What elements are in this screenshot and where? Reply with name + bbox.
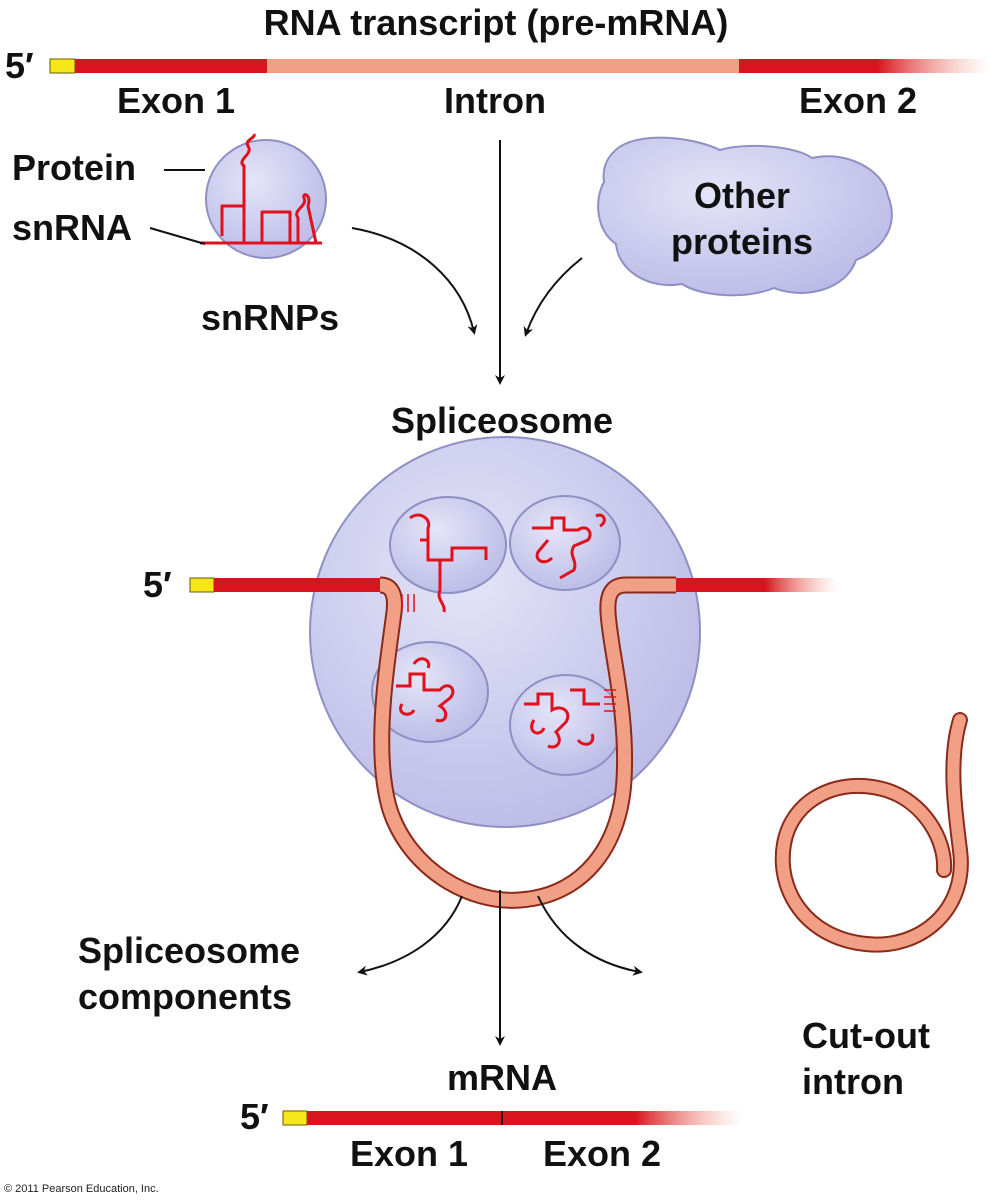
snrna-structure-1 xyxy=(409,513,488,613)
intron-segment xyxy=(267,59,739,73)
cutout-label-line2: intron xyxy=(802,1061,904,1102)
other-proteins-line2: proteins xyxy=(671,221,813,262)
cutout-arrow xyxy=(537,895,643,976)
base-pairing-2 xyxy=(604,689,616,712)
five-prime-label: 5′ xyxy=(5,45,34,86)
snrna-label: snRNA xyxy=(12,207,132,248)
components-label-line2: components xyxy=(78,976,292,1017)
snrna-leader-line xyxy=(149,227,206,245)
cut-out-intron-lariat xyxy=(776,714,967,951)
components-label-line1: Spliceosome xyxy=(78,930,300,971)
copyright: © 2011 Pearson Education, Inc. xyxy=(4,1183,159,1195)
mrna-exon2 xyxy=(503,1111,743,1125)
spliceosome-exon2 xyxy=(676,578,838,592)
intron-label: Intron xyxy=(444,80,546,121)
snrna-structure-2 xyxy=(532,513,606,580)
snrnps-label: snRNPs xyxy=(201,297,339,338)
spliceosome-body xyxy=(309,436,701,828)
five-prime-cap xyxy=(49,58,76,74)
snrnp-subunit-top-right xyxy=(509,495,621,591)
title: RNA transcript (pre-mRNA) xyxy=(264,2,729,43)
spliceosome xyxy=(189,436,838,909)
intron-loop xyxy=(375,578,676,907)
snrna-structure-4 xyxy=(524,688,600,749)
other-proteins-arrow xyxy=(523,257,583,337)
other-proteins-line1: Other xyxy=(694,175,790,216)
mrna-exon1 xyxy=(307,1111,502,1125)
snrnp-subunit-bottom-left xyxy=(371,641,489,743)
spliceosome-five-prime-label: 5′ xyxy=(143,564,172,605)
exon1-segment xyxy=(75,59,267,73)
exon2-segment xyxy=(739,59,990,73)
mrna-exon2-label: Exon 2 xyxy=(543,1133,661,1174)
cutout-label-line1: Cut-out xyxy=(802,1015,930,1056)
spliceosome-label: Spliceosome xyxy=(391,400,613,441)
snrnp-particle xyxy=(200,133,327,259)
snrna-structure xyxy=(200,133,322,245)
mature-mrna-strand: 5′ xyxy=(240,1096,743,1137)
mrna-label: mRNA xyxy=(447,1057,557,1098)
snrnp-arrow xyxy=(351,227,478,335)
mrna-exon1-label: Exon 1 xyxy=(350,1133,468,1174)
snrnp-protein-body xyxy=(205,139,327,259)
spliceosome-rna-cap xyxy=(189,577,215,593)
exon2-label: Exon 2 xyxy=(799,80,917,121)
exon1-label: Exon 1 xyxy=(117,80,235,121)
other-proteins-blob xyxy=(597,136,893,297)
components-arrow xyxy=(357,895,463,976)
mrna-cap xyxy=(282,1110,308,1126)
spliceosome-exon1 xyxy=(214,578,380,592)
pre-mrna-strand: 5′ xyxy=(5,45,990,86)
mrna-five-prime-label: 5′ xyxy=(240,1096,269,1137)
snrnp-subunit-top-left xyxy=(389,496,507,613)
snrna-structure-3 xyxy=(396,657,455,723)
protein-label: Protein xyxy=(12,147,136,188)
base-pairing-1 xyxy=(401,594,415,612)
